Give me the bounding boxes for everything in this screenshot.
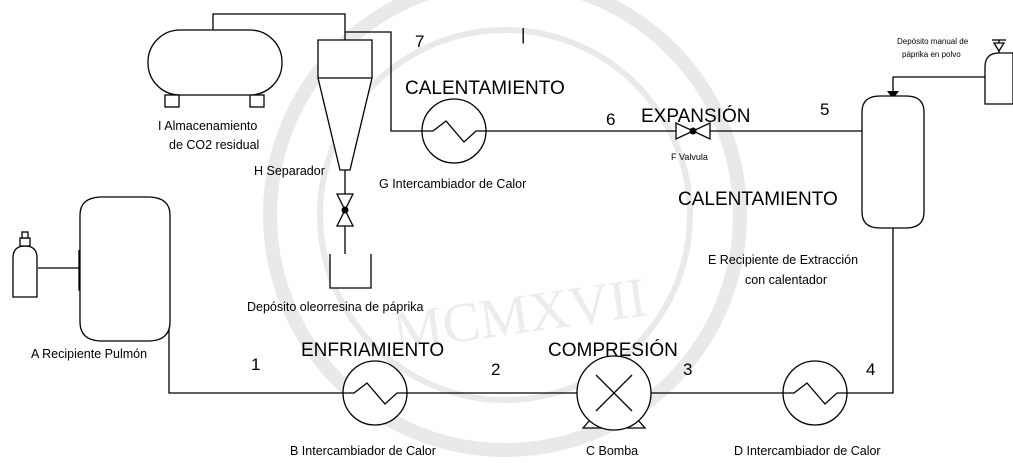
stream-number-5: 5 — [820, 100, 829, 119]
arrow-paprika-feed — [887, 91, 899, 99]
heat-exchanger-B — [342, 360, 408, 426]
stray-mark: | — [521, 25, 525, 44]
heat-exchanger-D — [782, 360, 848, 426]
label-E-line2: con calentador — [745, 273, 827, 287]
label-F: F Valvula — [671, 152, 708, 162]
label-paprika-feed-line2: páprika en polvo — [902, 50, 961, 59]
paprika-feed-hopper — [984, 39, 1013, 105]
label-C: C Bomba — [586, 444, 638, 458]
valve-F — [675, 121, 711, 141]
separator-H-cyclone — [317, 39, 373, 171]
pump-C — [576, 355, 652, 431]
label-H: H Separador — [254, 164, 325, 178]
process-expansion: EXPANSIÓN — [641, 105, 750, 127]
separator-drain-valve-icon — [335, 193, 355, 227]
label-B: B Intercambiador de Calor — [290, 444, 436, 458]
label-A: A Recipiente Pulmón — [31, 347, 147, 361]
oleoresin-deposit — [329, 254, 372, 289]
stream-number-4: 4 — [866, 360, 875, 379]
process-calentamiento-right: CALENTAMIENTO — [678, 189, 838, 210]
process-calentamiento-top: CALENTAMIENTO — [405, 78, 565, 99]
pipe-stream-7 — [345, 31, 422, 132]
stream-number-3: 3 — [683, 360, 692, 379]
label-I-line2: de CO2 residual — [169, 138, 259, 152]
pipe-paprika-feed — [892, 76, 985, 93]
process-enfriamiento: ENFRIAMIENTO — [301, 340, 444, 361]
heat-exchanger-G — [421, 98, 487, 164]
pipe-cylinder-to-A — [38, 250, 80, 291]
label-I-line1: I Almacenamiento — [158, 119, 257, 133]
stream-number-2: 2 — [491, 360, 500, 379]
label-paprika-feed-line1: Depósito manual de — [897, 37, 969, 46]
label-E-line1: E Recipiente de Extracción — [708, 253, 858, 267]
process-compresion: COMPRESIÓN — [548, 339, 678, 361]
tank-I-almacenamiento — [147, 29, 283, 108]
pipe-stream-4 — [847, 228, 894, 394]
gas-cylinder-icon — [12, 231, 38, 298]
pipe-stream-1 — [168, 320, 343, 394]
label-D: D Intercambiador de Calor — [734, 444, 881, 458]
stream-number-7: 7 — [415, 32, 424, 51]
pipe-separator-to-storage — [212, 13, 346, 40]
stream-number-1: 1 — [251, 355, 260, 374]
vessel-E-extraccion — [861, 95, 925, 229]
stream-number-6: 6 — [606, 110, 615, 129]
label-G: G Intercambiador de Calor — [379, 177, 526, 191]
label-oleoresin: Depósito oleorresina de páprika — [247, 300, 424, 314]
vessel-A-recipiente-pulmon — [79, 196, 171, 342]
